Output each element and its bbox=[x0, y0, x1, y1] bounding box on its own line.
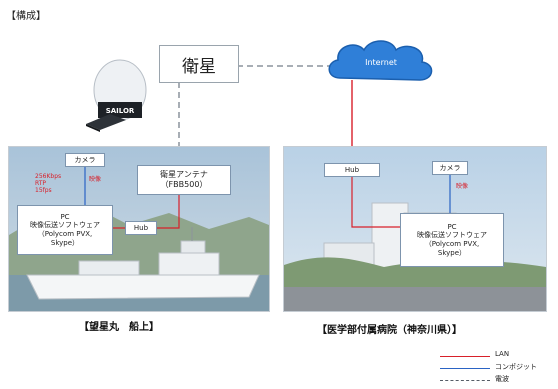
hospital-video-label: 映像 bbox=[456, 183, 469, 190]
ship-pc-box: PC 映像伝送ソフトウェア （Polycom PVX, Skype） bbox=[17, 205, 113, 255]
legend-swatch-lan bbox=[440, 356, 490, 357]
internet-label: Internet bbox=[365, 58, 397, 67]
ship-panel: カメラ 256Kbps RTP 15fps 映像 PC 映像伝送ソフトウェア （… bbox=[8, 146, 270, 312]
legend-swatch-radio bbox=[440, 380, 490, 381]
satellite-box: 衛星 bbox=[159, 45, 239, 83]
ship-video-label: 映像 bbox=[89, 176, 102, 183]
ship-caption: 【望星丸 船上】 bbox=[79, 322, 159, 333]
internet-cloud-icon bbox=[328, 40, 433, 81]
hospital-pc-box: PC 映像伝送ソフトウェア （Polycom PVX, Skype） bbox=[400, 213, 504, 267]
sailor-logo: SAILOR bbox=[106, 107, 135, 115]
legend-label-lan: LAN bbox=[495, 350, 510, 358]
legend-label-composite: コンポジット bbox=[495, 363, 537, 371]
hospital-caption: 【医学部付属病院（神奈川県）】 bbox=[317, 325, 462, 336]
hospital-panel: Hub カメラ 映像 PC 映像伝送ソフトウェア （Polycom PVX, S… bbox=[283, 146, 547, 312]
section-header: 【構成】 bbox=[6, 11, 46, 22]
hospital-camera-box: カメラ bbox=[432, 161, 468, 175]
satellite-terminal-icon: SAILOR bbox=[86, 59, 147, 132]
satellite-label: 衛星 bbox=[182, 56, 216, 77]
legend-swatch-composite bbox=[440, 368, 490, 369]
ship-antenna-box: 衛星アンテナ （FBB500） bbox=[137, 165, 231, 195]
hospital-hub-box: Hub bbox=[324, 163, 380, 177]
ship-camera-box: カメラ bbox=[65, 153, 105, 167]
ship-hub-box: Hub bbox=[125, 221, 157, 235]
ship-stream-info: 256Kbps RTP 15fps bbox=[35, 173, 62, 195]
legend-label-radio: 電波 bbox=[495, 375, 509, 383]
